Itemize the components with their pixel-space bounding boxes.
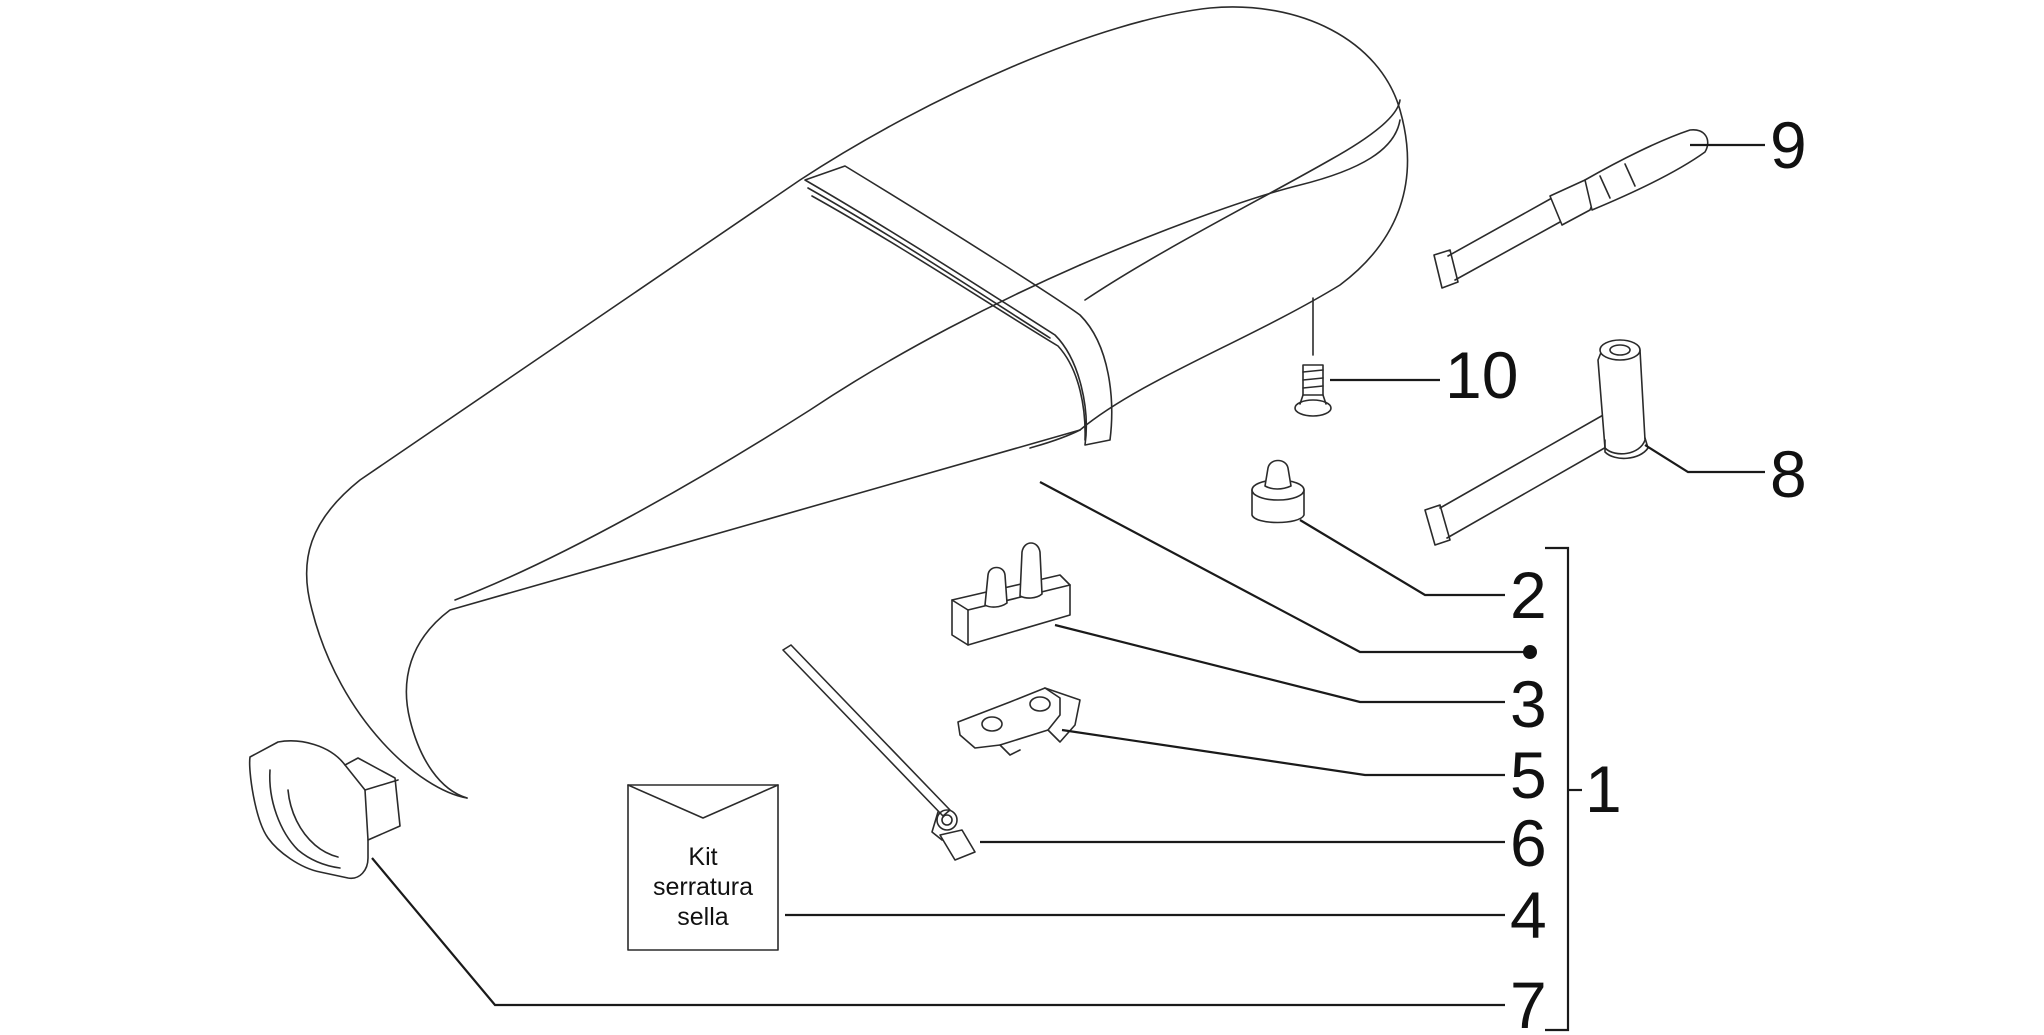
part-5-hinge-bracket — [957, 687, 1081, 756]
part-8-box-spanner — [1424, 339, 1649, 546]
leader-lines — [371, 143, 1765, 1032]
seat-drawing — [305, 6, 1409, 799]
callout-2: 2 — [1510, 558, 1547, 632]
callout-6: 6 — [1510, 806, 1547, 880]
callout-8: 8 — [1770, 437, 1807, 511]
kit-label-line2: serratura — [653, 873, 753, 901]
callout-3: 3 — [1510, 667, 1547, 741]
callout-5: 5 — [1510, 738, 1547, 812]
part-6-cable-tie — [782, 644, 976, 861]
kit-label-line1: Kit — [688, 843, 717, 871]
part-7-rear-bracket — [248, 740, 401, 880]
part-2-rubber-buffer — [1251, 459, 1305, 524]
callout-4: 4 — [1510, 878, 1547, 952]
part-9-screwdriver — [1433, 129, 1709, 289]
callout-numbers: 9 10 8 2 3 5 1 6 4 7 — [1445, 108, 1807, 1035]
part-10-screw — [1294, 297, 1332, 417]
callout-10: 10 — [1445, 338, 1518, 412]
kit-label-line3: sella — [677, 903, 729, 931]
part-3-double-buffer — [951, 542, 1071, 646]
seat-reference-bullet — [1523, 645, 1537, 659]
part-4-kit-envelope: Kit serratura sella — [627, 784, 779, 951]
callout-1: 1 — [1585, 752, 1622, 826]
callout-7: 7 — [1510, 968, 1547, 1035]
callout-9: 9 — [1770, 108, 1807, 182]
